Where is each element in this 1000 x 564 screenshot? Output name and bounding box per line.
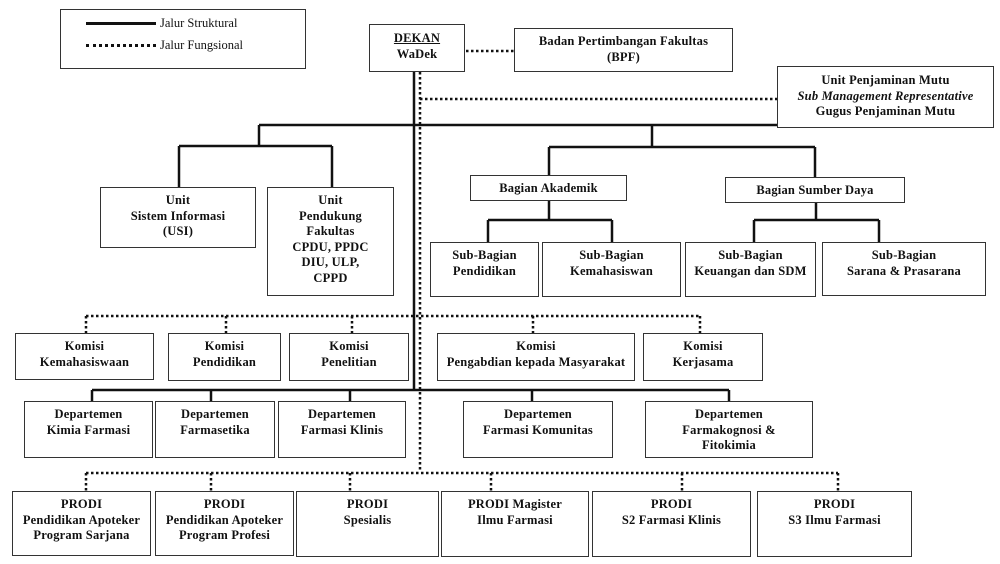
box-line: Departemen xyxy=(54,407,123,421)
box-line: S2 Farmasi Klinis xyxy=(621,512,722,527)
departemen-box: Departemen Farmasi Komunitas xyxy=(463,401,613,458)
box-line: Sub-Bagian xyxy=(871,248,937,262)
box-line: Farmasetika xyxy=(180,422,250,437)
box-line: (USI) xyxy=(162,224,194,238)
box-line: Program Profesi xyxy=(178,528,271,542)
box-line: Unit Penjaminan Mutu xyxy=(821,73,950,87)
box-line: PRODI xyxy=(203,497,246,511)
box-line: (BPF) xyxy=(607,49,640,64)
departemen-box: Departemen Kimia Farmasi xyxy=(24,401,153,458)
box-line: Unit xyxy=(165,193,191,207)
box-line: Farmakognosi & xyxy=(682,422,776,437)
box-line: CPDU, PPDC xyxy=(292,239,369,254)
box-line: PRODI xyxy=(60,497,103,511)
departemen-box: Departemen Farmasetika xyxy=(155,401,275,458)
box-line: PRODI xyxy=(650,497,693,511)
box-line: Sub-Bagian xyxy=(452,248,517,262)
box-line: Badan Pertimbangan Fakultas xyxy=(538,34,709,48)
dotted-line-icon xyxy=(86,44,156,47)
box-line: Departemen xyxy=(308,407,376,421)
box-line: Bagian Sumber Daya xyxy=(756,183,874,197)
box-line: Penelitian xyxy=(321,354,377,369)
box-line: Komisi xyxy=(516,339,556,353)
legend-label: Jalur Fungsional xyxy=(160,38,243,52)
box-line: Pendidikan Apoteker xyxy=(165,512,284,527)
box-line: Sub-Bagian xyxy=(718,248,783,262)
legend-item-structural: Jalur Struktural xyxy=(86,16,237,31)
box-line: Komisi xyxy=(329,339,369,353)
box-line: PRODI xyxy=(813,497,856,511)
box-line: Unit xyxy=(318,193,343,207)
departemen-box: Departemen Farmakognosi & Fitokimia xyxy=(645,401,813,458)
box-line: Ilmu Farmasi xyxy=(477,512,553,527)
box-line: Farmasi Klinis xyxy=(300,422,384,437)
komisi-box: Komisi Pengabdian kepada Masyarakat xyxy=(437,333,635,381)
dekan-title: DEKAN xyxy=(393,31,441,45)
box-line: Bagian Akademik xyxy=(499,181,598,195)
box-line: Departemen xyxy=(181,407,249,421)
box-line: Farmasi Komunitas xyxy=(483,422,593,437)
sub-bagian-pendidikan-box: Sub-Bagian Pendidikan xyxy=(430,242,539,297)
box-line: Spesialis xyxy=(343,512,392,527)
bagian-sumber-daya-box: Bagian Sumber Daya xyxy=(725,177,905,203)
box-line: Sub-Bagian xyxy=(579,248,644,262)
box-line: PRODI Magister xyxy=(467,497,563,511)
box-line: Program Sarjana xyxy=(33,528,130,542)
prodi-box: PRODI S2 Farmasi Klinis xyxy=(592,491,751,557)
prodi-box: PRODI Spesialis xyxy=(296,491,439,557)
solid-line-icon xyxy=(86,22,156,25)
box-line: Sarana & Prasarana xyxy=(846,263,961,278)
box-line: Pendidikan xyxy=(192,354,257,369)
box-line: Kemahasiswaan xyxy=(39,354,130,369)
box-line: Gugus Penjaminan Mutu xyxy=(815,104,956,118)
box-line: Sub Management Representative xyxy=(797,88,974,103)
dekan-box: DEKAN WaDek xyxy=(369,24,465,72)
box-line: Pengabdian kepada Masyarakat xyxy=(446,354,626,369)
sub-bagian-sarana-box: Sub-Bagian Sarana & Prasarana xyxy=(822,242,986,296)
legend-label: Jalur Struktural xyxy=(160,16,238,30)
prodi-box: PRODI S3 Ilmu Farmasi xyxy=(757,491,912,557)
komisi-box: Komisi Pendidikan xyxy=(168,333,281,381)
unit-box-usi: Unit Sistem Informasi (USI) xyxy=(100,187,256,248)
sub-bagian-kemahasiswan-box: Sub-Bagian Kemahasiswan xyxy=(542,242,681,297)
box-line: Pendukung xyxy=(299,208,362,223)
box-line: Kerjasama xyxy=(672,354,734,369)
box-line: Sistem Informasi xyxy=(130,208,226,223)
box-line: Kemahasiswan xyxy=(570,263,653,278)
box-line: Fitokimia xyxy=(702,438,756,452)
box-line: Pendidikan xyxy=(452,263,517,278)
box-line: Keuangan dan SDM xyxy=(694,263,807,278)
box-line: S3 Ilmu Farmasi xyxy=(788,512,881,527)
box-line: PRODI xyxy=(346,497,389,511)
departemen-box: Departemen Farmasi Klinis xyxy=(278,401,406,458)
structural-lines xyxy=(90,72,881,402)
box-line: Komisi xyxy=(683,339,723,353)
bpf-box: Badan Pertimbangan Fakultas (BPF) xyxy=(514,28,733,72)
box-line: Departemen xyxy=(504,407,572,421)
komisi-box: Komisi Kemahasiswaan xyxy=(15,333,154,380)
box-line: Komisi xyxy=(204,339,245,353)
box-line: CPPD xyxy=(313,270,348,285)
komisi-box: Komisi Kerjasama xyxy=(643,333,763,381)
dekan-subtitle: WaDek xyxy=(396,46,438,61)
prodi-box: PRODI Magister Ilmu Farmasi xyxy=(441,491,589,557)
prodi-box: PRODI Pendidikan Apoteker Program Sarjan… xyxy=(12,491,151,556)
box-line: Departemen xyxy=(695,407,763,421)
sub-bagian-keuangan-box: Sub-Bagian Keuangan dan SDM xyxy=(685,242,816,297)
box-line: Pendidikan Apoteker xyxy=(22,512,141,527)
functional-lines xyxy=(84,49,840,492)
box-line: Komisi xyxy=(64,339,105,353)
upm-box: Unit Penjaminan Mutu Sub Management Repr… xyxy=(777,66,994,128)
box-line: Kimia Farmasi xyxy=(46,422,131,437)
unit-box-pendukung: Unit Pendukung Fakultas CPDU, PPDC DIU, … xyxy=(267,187,394,296)
prodi-box: PRODI Pendidikan Apoteker Program Profes… xyxy=(155,491,294,556)
legend-item-functional: Jalur Fungsional xyxy=(86,38,243,53)
legend: Jalur Struktural Jalur Fungsional xyxy=(60,9,306,69)
box-line: DIU, ULP, xyxy=(301,255,360,269)
komisi-box: Komisi Penelitian xyxy=(289,333,409,381)
box-line: Fakultas xyxy=(306,224,355,238)
bagian-akademik-box: Bagian Akademik xyxy=(470,175,627,201)
